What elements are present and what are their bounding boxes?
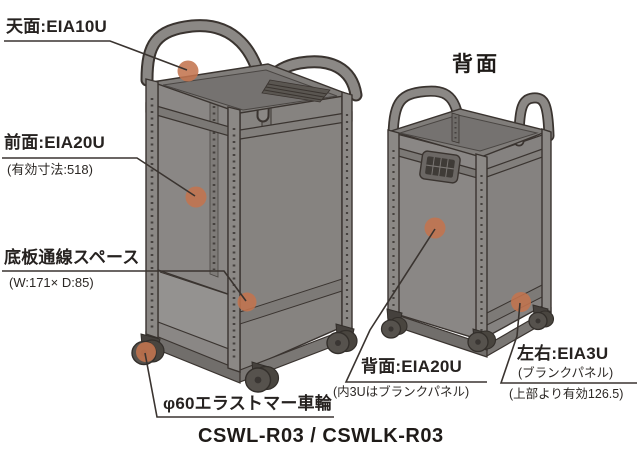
back-view-cart (380, 85, 555, 358)
rack-posts (145, 78, 353, 373)
label-front-panel: 前面:EIA20U (4, 133, 105, 152)
callout-markers (136, 60, 531, 362)
vent-grille (419, 150, 461, 184)
marker-bottom-space (237, 292, 257, 312)
note-front-panel: (有効寸法:518) (7, 162, 93, 177)
marker-top-panel (177, 60, 199, 82)
label-side-panels: 左右:EIA3U (517, 344, 609, 363)
front-view-cart (131, 19, 363, 393)
marker-side-panel (511, 292, 531, 312)
leader-caster (144, 352, 334, 418)
handle-hoops-back (387, 85, 555, 147)
note-side-panels: (ブランクパネル) (518, 366, 614, 380)
note-rear-panel: (内3Uはブランクパネル) (333, 385, 470, 399)
rack-posts-back (387, 128, 552, 351)
model-name: CSWL-R03 / CSWLK-R03 (198, 425, 444, 447)
top-tray-grille (261, 79, 331, 103)
leader-lines (2, 40, 637, 418)
note2-side-panels: (上部より有効126.5) (509, 387, 624, 401)
casters-back (380, 304, 555, 353)
leader-bottom-space (2, 270, 247, 302)
back-view-heading: 背面 (452, 53, 500, 76)
leader-top-panel (4, 40, 188, 71)
leader-side-panel (499, 302, 637, 384)
leader-rear-panel (344, 228, 487, 383)
marker-rear-panel (424, 217, 446, 239)
label-caster: φ60エラストマー車輪 (163, 394, 332, 413)
marker-front-panel (185, 186, 207, 208)
label-rear-panel: 背面:EIA20U (361, 357, 462, 376)
marker-caster (136, 342, 156, 362)
leader-front-panel (2, 157, 196, 197)
label-bottom-cable-space: 底板通線スペース (4, 248, 140, 267)
label-top-panel: 天面:EIA10U (6, 17, 107, 36)
note-bottom-cable-space: (W:171× D:85) (9, 275, 94, 290)
